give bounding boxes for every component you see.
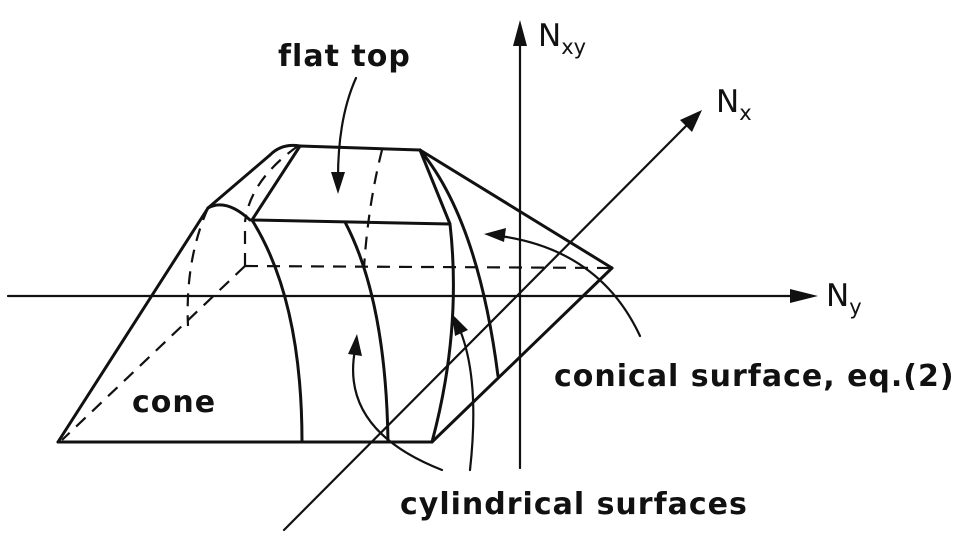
nx-axis [282, 120, 692, 532]
visible-edges [56, 143, 614, 444]
cone-back-cap-arc [268, 143, 302, 157]
flat-top-arrowhead [331, 172, 345, 194]
conical-arrowhead [484, 228, 506, 242]
front-cylinder-left-curve [250, 218, 304, 444]
axis-label-ny-sub: y [849, 295, 861, 319]
nx-axis-arrowhead [680, 110, 702, 132]
flat-top-face [250, 144, 452, 226]
axis-label-nxy: Nxy [538, 18, 586, 59]
hidden-left-arc [186, 207, 210, 327]
axis-label-ny: Ny [826, 278, 862, 319]
flat-top-leader [336, 76, 358, 180]
leader-arrows [331, 76, 642, 472]
hidden-back-right-arc [362, 149, 384, 269]
hidden-edges [61, 145, 611, 441]
nxy-axis-arrowhead [513, 20, 527, 46]
cylindrical-arrowhead-2 [452, 314, 468, 336]
axis-label-nxy-sub: xy [561, 35, 586, 59]
axis-label-ny-base: N [826, 278, 849, 314]
axis-label-nx-base: N [716, 84, 739, 120]
label-flat-top: flat top [278, 39, 411, 74]
label-conical-surface: conical surface, eq.(2) [554, 359, 955, 394]
cylindrical-arrowhead-1 [348, 334, 362, 356]
front-cylinder-right-curve [430, 222, 455, 444]
cylindrical-leader-1 [352, 348, 444, 472]
upper-left-ridge [206, 153, 272, 210]
cone-front-cap-arc [206, 203, 252, 222]
hidden-base-left-edge [61, 265, 246, 441]
back-cylinder-curve [418, 148, 500, 378]
ny-axis-arrowhead [790, 289, 818, 303]
cone-left-edge [56, 206, 210, 444]
conical-leader [498, 234, 642, 338]
axis-label-nx-sub: x [739, 101, 751, 125]
label-cone: cone [132, 385, 216, 420]
right-upper-ridge [418, 148, 614, 270]
cylindrical-leader-2 [458, 328, 475, 472]
hidden-base-back-edge [244, 264, 611, 270]
base-right-edge [430, 266, 614, 444]
axis-label-nxy-base: N [538, 18, 561, 54]
hidden-back-left-arc [243, 145, 299, 223]
label-cylindrical-surfaces: cylindrical surfaces [400, 487, 748, 522]
axis-label-nx: Nx [716, 84, 752, 125]
front-cylinder-middle-curve [343, 220, 390, 444]
